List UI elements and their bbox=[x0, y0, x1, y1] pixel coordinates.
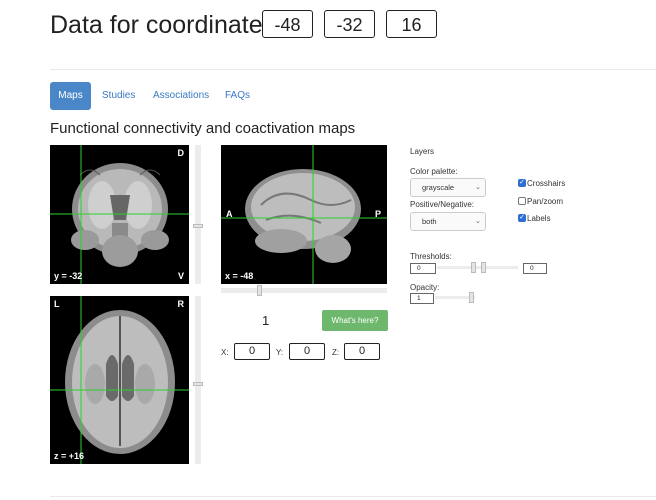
pan-zoom-label: Pan/zoom bbox=[527, 197, 564, 206]
coord-x-box[interactable]: -48 bbox=[262, 10, 313, 38]
axial-brain-image bbox=[50, 296, 189, 464]
coronal-slice-slider[interactable] bbox=[195, 145, 201, 284]
threshold-slider-handle-high[interactable] bbox=[481, 262, 486, 273]
section-title: Functional connectivity and coactivation… bbox=[50, 120, 356, 137]
chevron-down-icon: ⌄ bbox=[475, 218, 481, 225]
opacity-input[interactable]: 1 bbox=[410, 293, 434, 304]
layers-heading: Layers bbox=[410, 147, 435, 156]
tab-associations[interactable]: Associations bbox=[153, 90, 210, 101]
axial-slice-label: z = +16 bbox=[54, 451, 85, 461]
axial-label-top-left: L bbox=[54, 299, 60, 309]
axial-slider-handle[interactable] bbox=[193, 382, 203, 386]
page-title: Data for coordinates: bbox=[50, 11, 283, 39]
opacity-slider[interactable] bbox=[435, 296, 475, 299]
tab-studies[interactable]: Studies bbox=[102, 90, 136, 101]
pan-zoom-checkbox[interactable] bbox=[518, 197, 526, 205]
axial-label-top-right: R bbox=[177, 299, 185, 309]
opacity-label: Opacity: bbox=[410, 283, 440, 292]
z-label: Z: bbox=[332, 348, 340, 357]
crosshairs-label: Crosshairs bbox=[527, 179, 566, 188]
sagittal-label-left: A bbox=[226, 209, 233, 219]
crosshairs-checkbox[interactable] bbox=[518, 179, 526, 187]
footer-divider bbox=[50, 496, 656, 497]
coronal-slice-label: y = -32 bbox=[54, 271, 83, 281]
sign-value: both bbox=[422, 217, 437, 226]
sign-select[interactable]: both ⌄ bbox=[410, 212, 486, 231]
coronal-label-bottom-right: V bbox=[177, 271, 184, 281]
sign-label: Positive/Negative: bbox=[410, 200, 475, 209]
coord-y-box[interactable]: -32 bbox=[324, 10, 375, 38]
coronal-label-top-right: D bbox=[177, 148, 185, 158]
coord-z-box[interactable]: 16 bbox=[386, 10, 437, 38]
image-counter: 1 bbox=[262, 313, 270, 328]
header-divider bbox=[50, 69, 656, 70]
threshold-slider[interactable] bbox=[437, 266, 518, 269]
tab-faqs[interactable]: FAQs bbox=[225, 90, 251, 101]
z-input[interactable]: 0 bbox=[344, 343, 380, 360]
thresholds-label: Thresholds: bbox=[410, 252, 452, 261]
sagittal-brain-image bbox=[221, 145, 387, 284]
coronal-brain-image bbox=[50, 145, 189, 284]
color-palette-select[interactable]: grayscale ⌄ bbox=[410, 178, 486, 197]
y-input[interactable]: 0 bbox=[289, 343, 325, 360]
threshold-slider-handle-low[interactable] bbox=[471, 262, 476, 273]
tab-maps[interactable]: Maps bbox=[50, 82, 91, 110]
threshold-max-input[interactable]: 0 bbox=[523, 263, 547, 274]
sagittal-label-right: P bbox=[374, 209, 381, 219]
coronal-slider-handle[interactable] bbox=[193, 224, 203, 228]
whats-here-button[interactable]: What's here? bbox=[322, 310, 388, 331]
sagittal-slice-label: x = -48 bbox=[225, 271, 254, 281]
sagittal-slider-handle[interactable] bbox=[257, 285, 262, 296]
labels-label: Labels bbox=[527, 214, 551, 223]
opacity-slider-handle[interactable] bbox=[469, 292, 474, 303]
x-input[interactable]: 0 bbox=[234, 343, 270, 360]
axial-slice-slider[interactable] bbox=[195, 296, 201, 464]
labels-checkbox[interactable] bbox=[518, 214, 526, 222]
sagittal-view[interactable]: A P x = -48 bbox=[221, 145, 387, 284]
color-palette-value: grayscale bbox=[422, 183, 455, 192]
chevron-down-icon: ⌄ bbox=[475, 184, 481, 191]
threshold-min-input[interactable]: 0 bbox=[410, 263, 436, 274]
x-label: X: bbox=[221, 348, 229, 357]
y-label: Y: bbox=[276, 348, 284, 357]
coronal-view[interactable]: D y = -32 V bbox=[50, 145, 189, 284]
sagittal-slice-slider[interactable] bbox=[221, 288, 387, 293]
axial-view[interactable]: L R z = +16 bbox=[50, 296, 189, 464]
color-palette-label: Color palette: bbox=[410, 167, 458, 176]
